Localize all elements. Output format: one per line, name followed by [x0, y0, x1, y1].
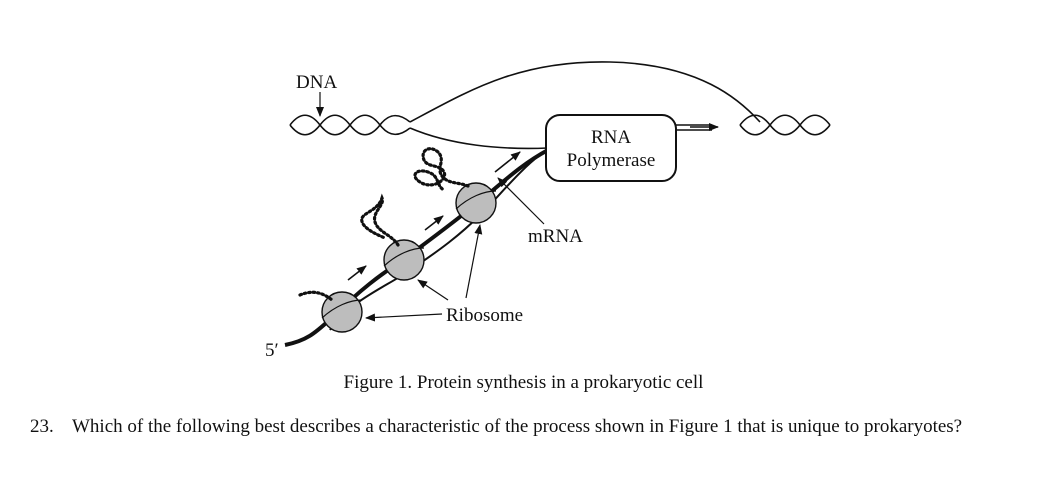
ribosome-1: [321, 291, 363, 333]
translation-direction-arrows: [347, 151, 521, 281]
mrna-companion-strand: [329, 154, 541, 331]
dna-helix-right: [739, 114, 831, 136]
dna-exit-duplex: [676, 124, 712, 131]
figure-caption: Figure 1. Protein synthesis in a prokary…: [343, 372, 704, 393]
ribosome-label: Ribosome: [446, 305, 523, 326]
rna-polymerase-label-line1: RNA: [591, 127, 631, 148]
dna-label: DNA: [296, 72, 337, 93]
polypeptide-2: [360, 193, 400, 247]
dna-helix-left: [289, 114, 411, 136]
rna-polymerase-box: [545, 114, 677, 182]
mrna-label: mRNA: [528, 226, 583, 247]
protein-synthesis-figure: DNA RNA Polymerase mRNA Ribosome: [265, 61, 831, 361]
mrna-pointer: [497, 177, 545, 225]
five-prime-label: 5′: [265, 340, 279, 361]
polypeptide-3: [413, 147, 470, 192]
question-text: Which of the following best describes a …: [72, 416, 963, 437]
ribosome-pointers: [365, 224, 483, 322]
ribosome-2: [383, 239, 425, 281]
dna-unwound-top-strand: [409, 61, 761, 123]
polypeptide-1: [298, 290, 334, 302]
question-block: 23. Which of the following best describe…: [30, 414, 1020, 439]
ribosome-3: [455, 182, 497, 224]
question-number: 23.: [30, 416, 54, 437]
dna-template-strand: [409, 127, 549, 150]
rna-polymerase-label-line2: Polymerase: [567, 150, 656, 171]
